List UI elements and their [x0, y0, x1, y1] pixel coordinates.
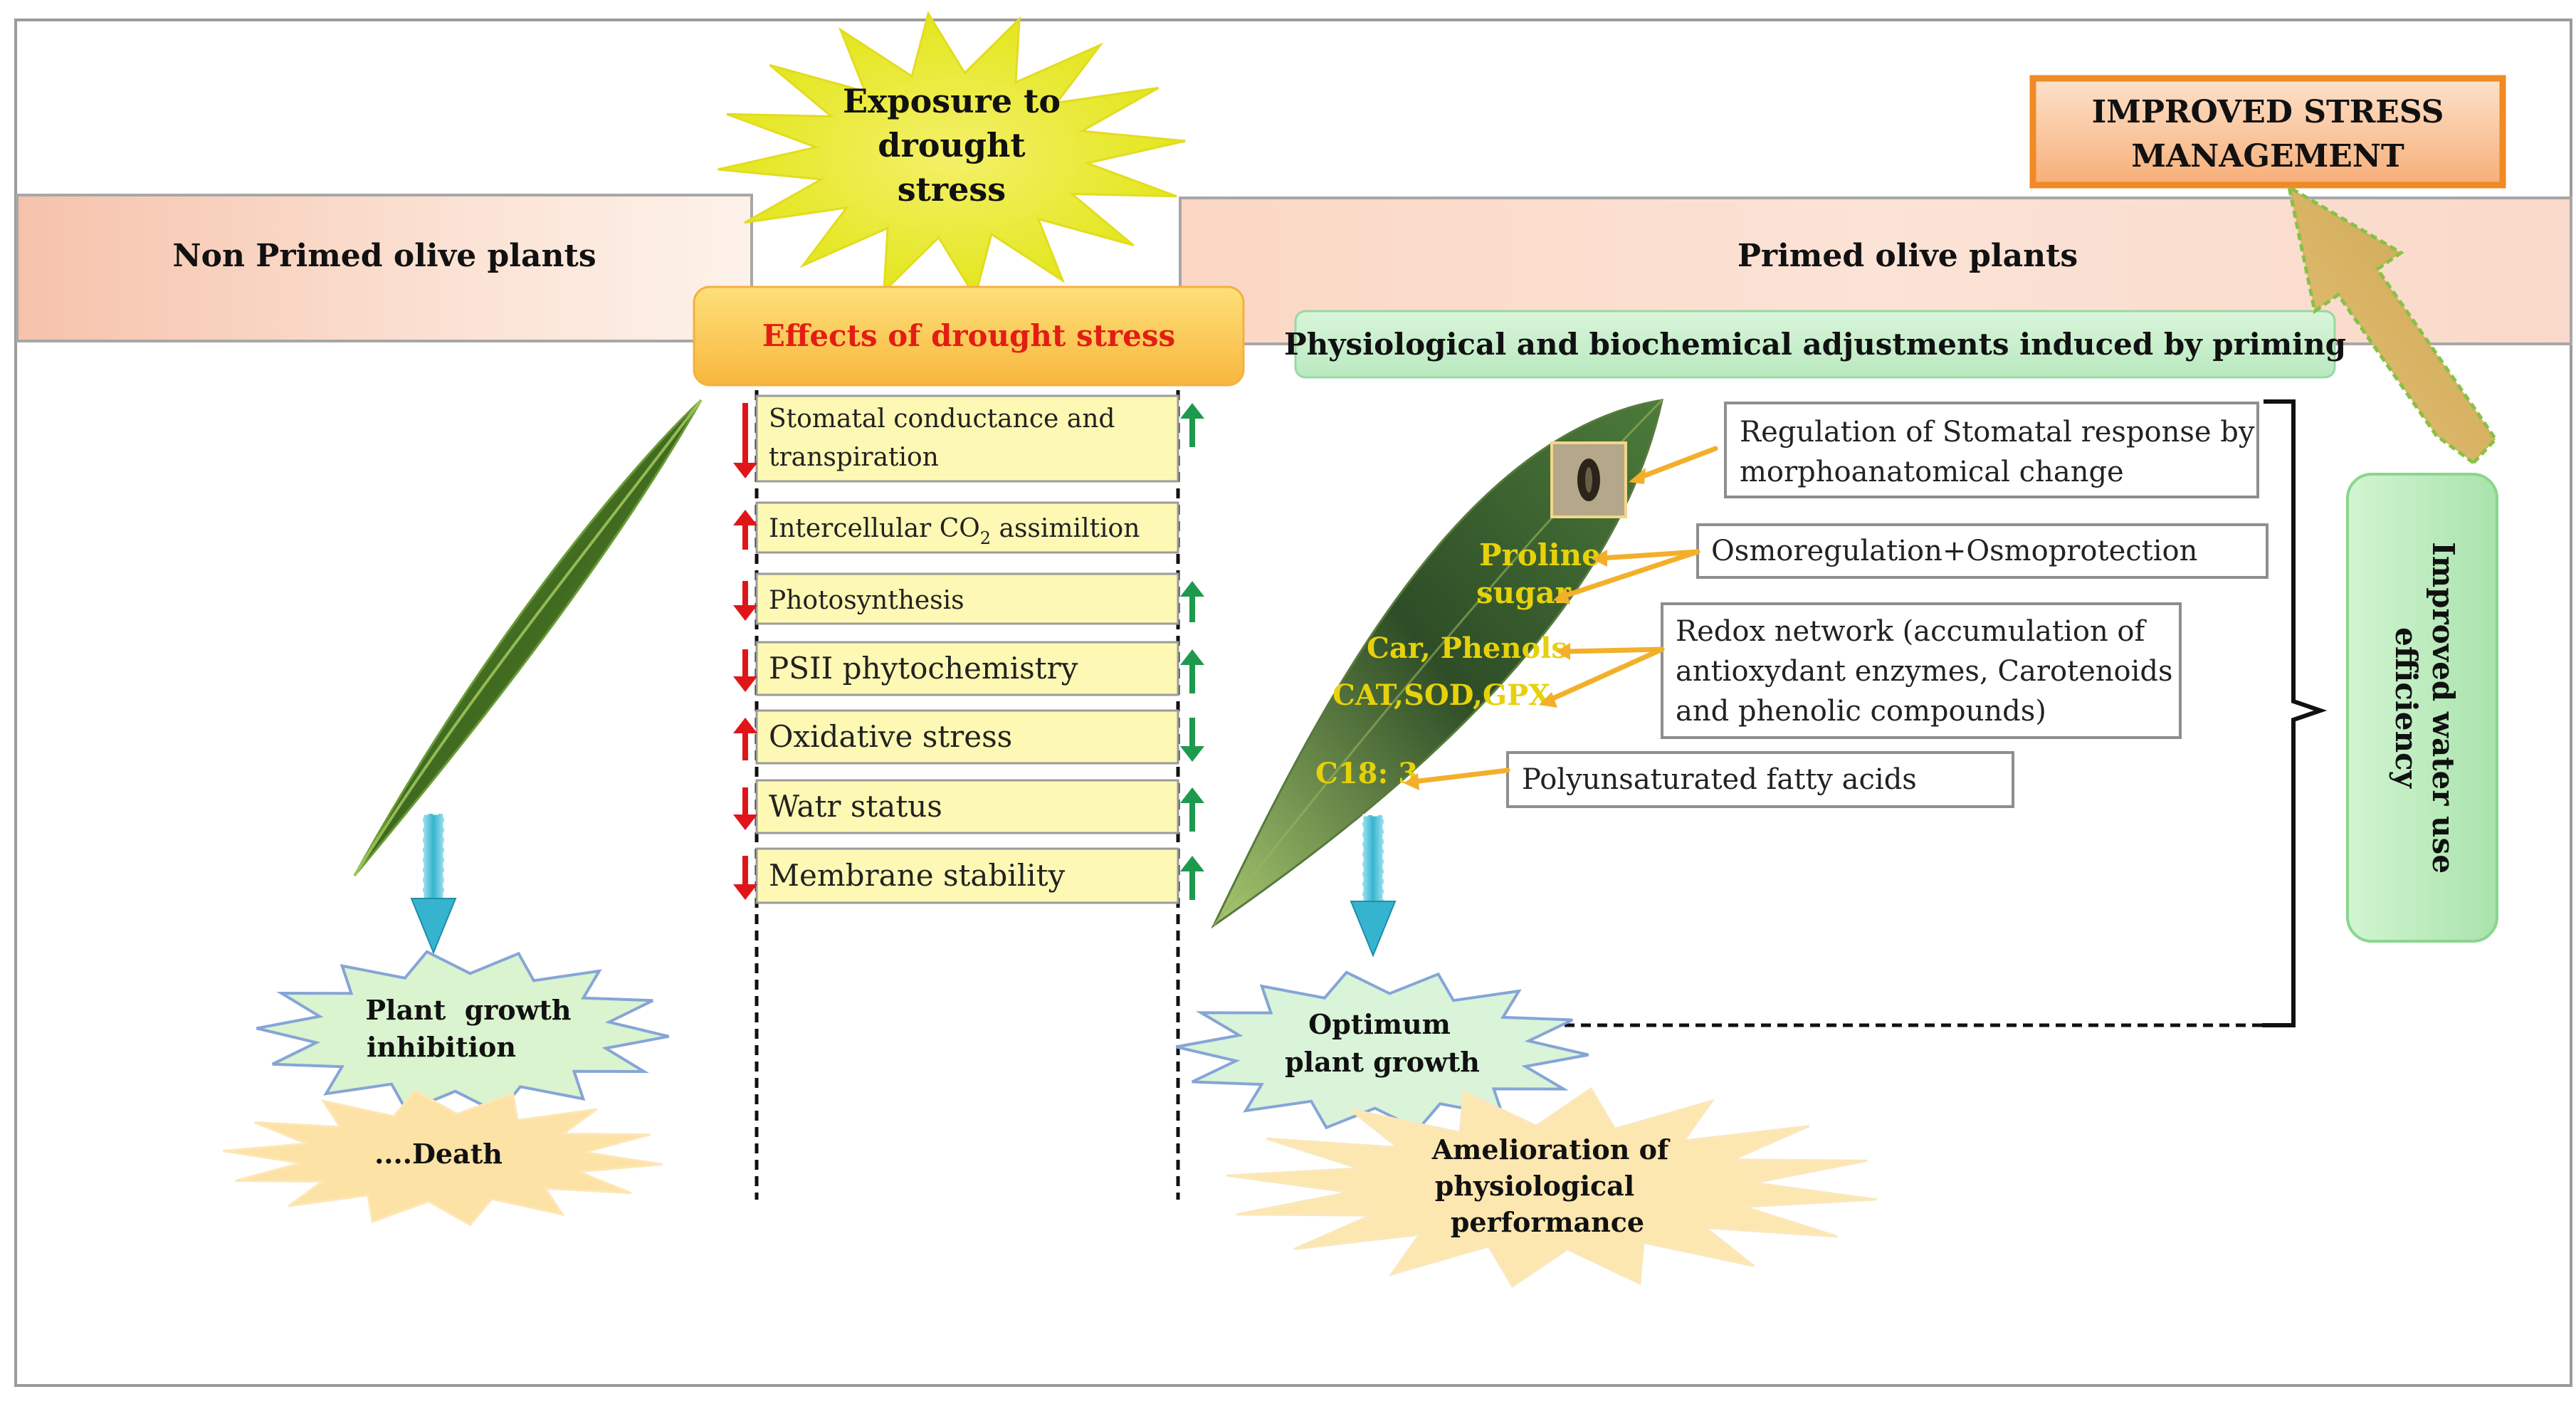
- svg-text:and phenolic compounds): and phenolic compounds): [1676, 695, 2046, 728]
- label-cat-sod-gpx: CAT,SOD,GPX: [1332, 679, 1550, 712]
- effects-header: Effects of drought stress: [762, 318, 1175, 353]
- effect-box: [755, 394, 1179, 483]
- growth-inhibition-line-1: Plant growth: [365, 994, 571, 1026]
- improved-stress-line-1: IMPROVED STRESS: [2092, 94, 2444, 130]
- mechanism-box-stomatal: Regulation of Stomatal response by morph…: [1724, 402, 2259, 498]
- amelioration-line-1: Amelioration of: [1431, 1133, 1671, 1165]
- growth-inhibition-burst: [256, 950, 670, 1115]
- adjustments-header-box: [1294, 310, 2336, 379]
- optimum-growth-burst: [1175, 970, 1589, 1131]
- green-up-arrow-icon: [1180, 403, 1204, 447]
- amelioration-line-2: physiological: [1435, 1170, 1634, 1202]
- red-down-arrow-icon: [733, 856, 757, 900]
- mechanism-box-redox: Redox network (accumulation of antioxyda…: [1661, 602, 2182, 739]
- adjustments-header: Physiological and biochemical adjustment…: [1284, 327, 2346, 362]
- death-burst: [223, 1089, 663, 1227]
- exposure-burst: [717, 11, 1186, 300]
- effect-box: [755, 572, 1179, 625]
- red-down-arrow-icon: [733, 581, 757, 621]
- water-use-line-1: Improved water use: [2426, 542, 2461, 874]
- svg-text:antioxydant enzymes, Carotenoi: antioxydant enzymes, Carotenoids: [1676, 655, 2173, 688]
- connector-arrowheads: [1404, 468, 1646, 790]
- effect-row: Oxidative stress: [733, 709, 1204, 765]
- mechanism-bracket: [2262, 399, 2328, 1027]
- svg-text:Redox network (accumulation of: Redox network (accumulation of: [1676, 615, 2147, 648]
- non-primed-title: Non Primed olive plants: [172, 238, 596, 274]
- effect-label: Watr status: [769, 789, 942, 824]
- svg-text:Polyunsaturated fatty acids: Polyunsaturated fatty acids: [1522, 763, 1917, 796]
- green-down-arrow-icon: [1180, 718, 1204, 762]
- effect-box: [755, 847, 1179, 904]
- improved-stress-box: [2029, 75, 2506, 189]
- effect-row: Intercellular CO2 assimiltion: [733, 501, 1179, 554]
- effect-row: PSII phytochemistry: [733, 641, 1204, 696]
- exposure-line-2: drought: [878, 126, 1026, 164]
- label-sugar: sugar: [1476, 575, 1572, 610]
- red-down-arrow-icon: [733, 649, 757, 692]
- mechanism-box-osmoregulation: Osmoregulation+Osmoprotection: [1696, 523, 2269, 579]
- svg-text:morphoanatomical change: morphoanatomical change: [1740, 456, 2124, 488]
- cyan-down-arrow-left: [410, 812, 457, 955]
- label-c18-3: C18: 3: [1315, 757, 1418, 790]
- effect-box: [755, 709, 1179, 765]
- green-up-arrow-icon: [1180, 581, 1204, 622]
- stomata-pore-highlight-icon: [1585, 467, 1592, 493]
- optimum-line-2: plant growth: [1285, 1046, 1480, 1078]
- non-primed-leaf: [353, 399, 703, 876]
- effects-header-box: [693, 285, 1245, 387]
- effect-row: Photosynthesis: [733, 572, 1204, 625]
- water-use-panel: [2346, 473, 2498, 943]
- effect-box: [755, 641, 1179, 696]
- effect-row: Membrane stability: [733, 847, 1204, 904]
- green-up-arrow-icon: [1180, 856, 1204, 900]
- effect-label: Stomatal conductance and: [769, 404, 1115, 434]
- effect-label: Oxidative stress: [769, 719, 1012, 754]
- amelioration-burst: [1226, 1086, 1877, 1289]
- red-up-arrow-icon: [733, 510, 757, 550]
- death-label: ....Death: [374, 1138, 503, 1170]
- effect-row: Stomatal conductance and transpiration: [733, 394, 1204, 483]
- optimum-line-1: Optimum: [1308, 1008, 1451, 1040]
- label-car-phenols: Car, Phenols: [1367, 632, 1567, 665]
- effect-box: [755, 501, 1179, 554]
- exposure-line-3: stress: [898, 170, 1006, 209]
- effects-list: Stomatal conductance and transpirationInt…: [733, 394, 1204, 904]
- mechanism-box-fatty-acids: Polyunsaturated fatty acids: [1506, 751, 2014, 808]
- primed-title: Primed olive plants: [1738, 238, 2078, 274]
- effect-label: transpiration: [769, 443, 939, 472]
- green-up-arrow-icon: [1180, 787, 1204, 832]
- non-primed-leaf-vein: [353, 399, 703, 877]
- red-up-arrow-icon: [733, 718, 757, 760]
- effect-row: Watr status: [733, 779, 1204, 834]
- outer-frame: [14, 19, 2572, 1387]
- effect-label: Photosynthesis: [769, 586, 964, 615]
- cyan-down-arrow-right: [1350, 814, 1397, 958]
- amelioration-line-3: performance: [1451, 1206, 1644, 1238]
- connector-arrows: [1410, 446, 1718, 785]
- label-proline: Proline: [1479, 538, 1601, 572]
- improved-stress-line-2: MANAGEMENT: [2131, 138, 2404, 174]
- non-primed-panel: [16, 194, 753, 342]
- green-up-arrow-icon: [1180, 649, 1204, 693]
- growth-inhibition-line-2: inhibition: [367, 1031, 516, 1063]
- effect-label: PSII phytochemistry: [769, 651, 1078, 686]
- effect-box: [755, 779, 1179, 834]
- effect-label: Membrane stability: [769, 858, 1065, 893]
- effect-label: Intercellular CO2 assimiltion: [769, 514, 1140, 548]
- big-diagonal-arrow: [2286, 184, 2498, 466]
- exposure-line-1: Exposure to: [843, 82, 1061, 120]
- red-down-arrow-icon: [733, 403, 757, 478]
- water-use-line-2: efficiency: [2389, 627, 2424, 790]
- svg-text:Osmoregulation+Osmoprotection: Osmoregulation+Osmoprotection: [1711, 535, 2197, 567]
- red-down-arrow-icon: [733, 787, 757, 830]
- svg-text:Regulation of Stomatal respons: Regulation of Stomatal response by: [1740, 416, 2255, 449]
